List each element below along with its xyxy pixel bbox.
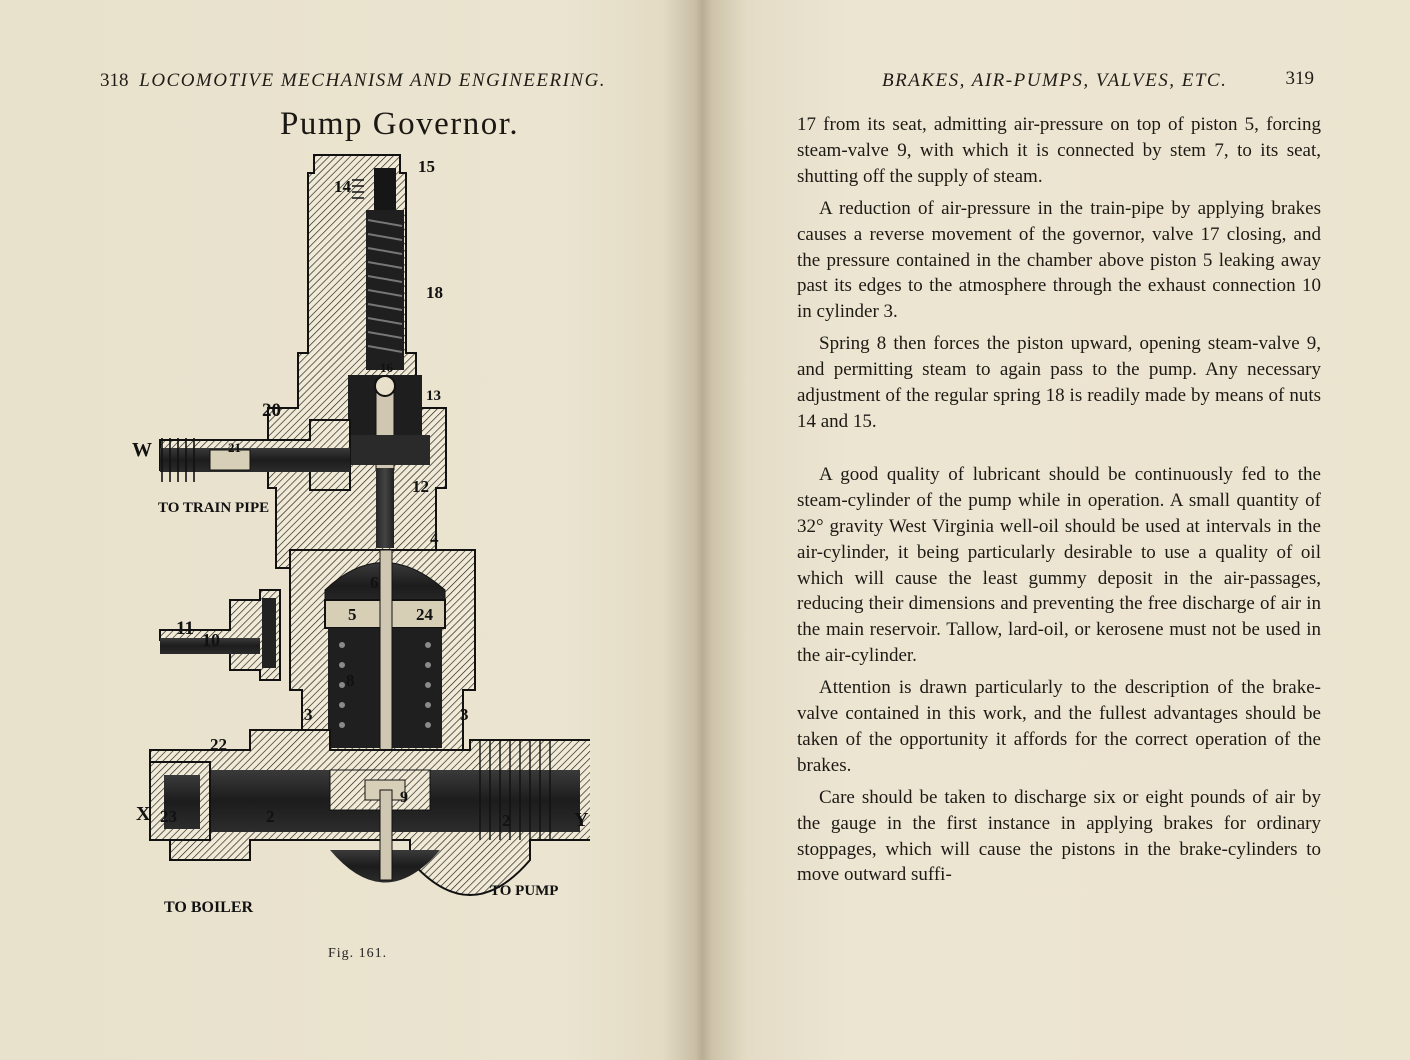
label-x: X <box>136 803 151 825</box>
right-running-head-text: BRAKES, AIR-PUMPS, VALVES, ETC. <box>882 70 1228 91</box>
label-22: 22 <box>210 735 227 754</box>
label-11: 11 <box>176 618 194 639</box>
label-6: 6 <box>370 573 379 592</box>
label-to-train-pipe: TO TRAIN PIPE <box>158 500 269 516</box>
label-3-right: 3 <box>460 705 469 724</box>
spring-casing <box>267 154 447 569</box>
label-14: 14 <box>334 177 352 196</box>
paragraph-2: A reduction of air-pressure in the train… <box>797 197 1321 323</box>
train-pipe-connection <box>159 419 351 491</box>
paragraph-6: Care should be taken to discharge six or… <box>797 786 1321 886</box>
label-3-left: 3 <box>304 705 313 724</box>
label-12: 12 <box>412 477 429 496</box>
label-to-boiler: TO BOILER <box>164 899 254 916</box>
exhaust-fitting <box>159 589 281 681</box>
label-15: 15 <box>418 157 435 176</box>
label-20: 20 <box>262 400 281 421</box>
diagram-labels: 15 14 18 16 13 20 21 12 4 6 5 24 8 11 10… <box>132 157 589 916</box>
label-24: 24 <box>416 605 434 624</box>
label-16: 16 <box>380 360 394 375</box>
label-2-left: 2 <box>266 807 275 826</box>
label-w: W <box>132 439 152 461</box>
right-page-number: 319 <box>1285 68 1315 89</box>
paragraph-4: A good quality of lubricant should be co… <box>797 463 1321 667</box>
label-10: 10 <box>202 630 220 650</box>
label-2-right: 2 <box>502 811 511 830</box>
pump-governor-diagram: 15 14 18 16 13 20 21 12 4 6 5 24 8 11 10… <box>132 154 590 916</box>
steam-body <box>149 729 590 896</box>
governor-cylinder <box>289 549 476 811</box>
label-to-pump: TO PUMP <box>490 883 558 899</box>
paragraph-3: Spring 8 then forces the piston upward, … <box>797 333 1321 432</box>
label-13: 13 <box>426 388 441 404</box>
right-page: BRAKES, AIR-PUMPS, VALVES, ETC. 319 17 f… <box>712 0 1410 1060</box>
left-page-number: 318 <box>100 70 129 91</box>
label-y: Y <box>574 809 589 831</box>
figure-title: Pump Governor. <box>280 106 520 142</box>
body-text: 17 from its seat, admitting air-pressure… <box>797 112 1321 888</box>
label-23: 23 <box>160 807 177 826</box>
left-running-head-text: LOCOMOTIVE MECHANISM AND ENGINEERING. <box>139 70 607 91</box>
paragraph-1: 17 from its seat, admitting air-pressure… <box>797 114 1321 187</box>
paragraph-5: Attention is drawn particularly to the d… <box>797 677 1321 776</box>
label-21: 21 <box>228 440 241 455</box>
label-5: 5 <box>348 605 357 624</box>
label-18: 18 <box>426 283 443 302</box>
label-4: 4 <box>430 529 439 548</box>
label-8: 8 <box>346 671 355 690</box>
label-9: 9 <box>400 789 408 806</box>
left-page: 318 LOCOMOTIVE MECHANISM AND ENGINEERING… <box>0 0 700 1060</box>
figure-caption: Fig. 161. <box>328 946 388 961</box>
regulating-spring <box>367 219 403 353</box>
right-running-head: BRAKES, AIR-PUMPS, VALVES, ETC. 319 <box>882 68 1332 92</box>
left-running-head: 318 LOCOMOTIVE MECHANISM AND ENGINEERING… <box>100 70 606 92</box>
